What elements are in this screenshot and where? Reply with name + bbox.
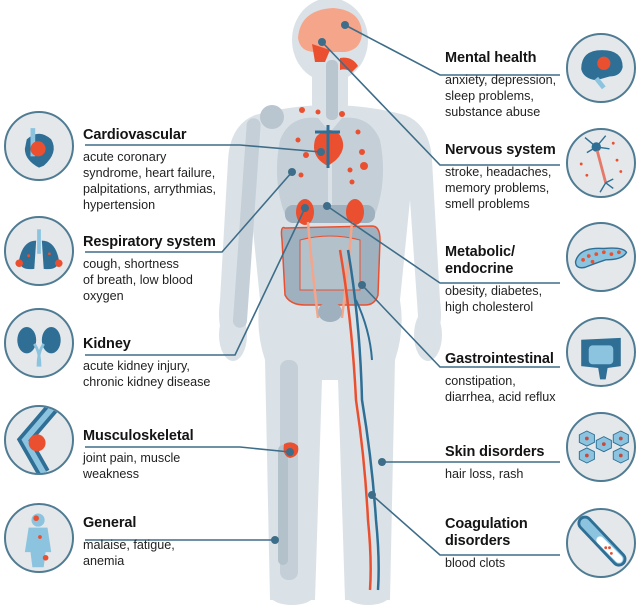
label-title: Coagulation disorders bbox=[445, 516, 528, 550]
desc-line: chronic kidney disease bbox=[83, 375, 211, 389]
desc-line: weakness bbox=[83, 467, 140, 481]
desc-line: acute kidney injury, bbox=[83, 359, 190, 373]
label-description: anxiety, depression, sleep problems, sub… bbox=[445, 72, 556, 120]
label-description: blood clots bbox=[445, 555, 528, 571]
brain-icon bbox=[566, 33, 636, 103]
mouth-tongue bbox=[340, 57, 358, 72]
label-description: joint pain, muscle weakness bbox=[83, 450, 194, 482]
desc-line: malaise, fatigue, bbox=[83, 538, 175, 552]
desc-line: anemia bbox=[83, 554, 125, 568]
title-line: Coagulation bbox=[445, 516, 528, 532]
desc-line: anxiety, depression, bbox=[445, 73, 557, 87]
leader-dots bbox=[271, 21, 386, 544]
title-line: Metabolic/ bbox=[445, 244, 515, 260]
lungs-icon bbox=[4, 216, 74, 286]
desc-line: of breath, low blood bbox=[83, 273, 193, 287]
label-title: Skin disorders bbox=[445, 444, 545, 460]
label-title: Gastrointestinal bbox=[445, 351, 554, 367]
desc-line: hypertension bbox=[83, 198, 156, 212]
vein bbox=[346, 249, 380, 591]
desc-line: syndrome, heart failure, bbox=[83, 166, 216, 180]
label-description: constipation, diarrhea, acid reflux bbox=[445, 373, 556, 405]
desc-line: hair loss, rash bbox=[445, 467, 524, 481]
desc-line: substance abuse bbox=[445, 105, 541, 119]
desc-line: cough, shortness bbox=[83, 257, 179, 271]
label-title: General bbox=[83, 515, 137, 531]
label-title: Metabolic/ endocrine bbox=[445, 244, 542, 278]
label-description: obesity, diabetes, high cholesterol bbox=[445, 283, 542, 315]
virus-particles bbox=[295, 107, 368, 185]
skin-cells-icon bbox=[566, 412, 636, 482]
desc-line: acute coronary bbox=[83, 150, 167, 164]
desc-line: high cholesterol bbox=[445, 300, 534, 314]
desc-line: blood clots bbox=[445, 556, 506, 570]
brain bbox=[298, 8, 362, 52]
desc-line: stroke, headaches, bbox=[445, 165, 552, 179]
desc-line: sleep problems, bbox=[445, 89, 534, 103]
kidney-right bbox=[346, 199, 364, 225]
desc-line: smell problems bbox=[445, 197, 530, 211]
label-coagulation-disorders: Coagulation disorders blood clots bbox=[445, 516, 528, 571]
desc-line: memory problems, bbox=[445, 181, 550, 195]
pancreas-icon bbox=[566, 222, 636, 292]
label-title: Musculoskeletal bbox=[83, 428, 194, 444]
title-line: disorders bbox=[445, 533, 511, 549]
label-title: Nervous system bbox=[445, 142, 556, 158]
label-description: acute kidney injury, chronic kidney dise… bbox=[83, 358, 210, 390]
title-line: endocrine bbox=[445, 261, 514, 277]
desc-line: obesity, diabetes, bbox=[445, 284, 543, 298]
desc-line: oxygen bbox=[83, 289, 124, 303]
intestine-icon bbox=[566, 317, 636, 387]
label-description: hair loss, rash bbox=[445, 466, 544, 482]
label-description: stroke, headaches, memory problems, smel… bbox=[445, 164, 556, 212]
heart-icon bbox=[4, 111, 74, 181]
desc-line: palpitations, arrythmias, bbox=[83, 182, 216, 196]
body-silhouette bbox=[219, 0, 442, 605]
label-musculoskeletal: Musculoskeletal joint pain, muscle weakn… bbox=[83, 428, 194, 482]
knee-joint-icon bbox=[4, 405, 74, 475]
label-title: Kidney bbox=[83, 336, 131, 352]
desc-line: constipation, bbox=[445, 374, 516, 388]
desc-line: diarrhea, acid reflux bbox=[445, 390, 556, 404]
label-metabolic-endocrine: Metabolic/ endocrine obesity, diabetes, … bbox=[445, 244, 542, 315]
label-mental-health: Mental health anxiety, depression, sleep… bbox=[445, 50, 556, 120]
body-figure-icon bbox=[4, 503, 74, 573]
label-description: acute coronary syndrome, heart failure, … bbox=[83, 149, 216, 213]
label-kidney: Kidney acute kidney injury, chronic kidn… bbox=[83, 336, 210, 390]
label-description: cough, shortness of breath, low blood ox… bbox=[83, 256, 216, 304]
label-respiratory-system: Respiratory system cough, shortness of b… bbox=[83, 234, 216, 304]
label-nervous-system: Nervous system stroke, headaches, memory… bbox=[445, 142, 556, 212]
kidney-icon bbox=[4, 308, 74, 378]
brainstem bbox=[312, 44, 330, 62]
label-description: malaise, fatigue, anemia bbox=[83, 537, 175, 569]
desc-line: joint pain, muscle bbox=[83, 451, 181, 465]
label-cardiovascular: Cardiovascular acute coronary syndrome, … bbox=[83, 127, 216, 213]
artery bbox=[338, 249, 372, 591]
neuron-icon bbox=[566, 128, 636, 198]
label-title: Respiratory system bbox=[83, 234, 216, 250]
leader-lines bbox=[85, 24, 560, 556]
label-title: Mental health bbox=[445, 50, 537, 66]
blood-vessel-clot-icon bbox=[566, 508, 636, 578]
label-general: General malaise, fatigue, anemia bbox=[83, 515, 175, 569]
label-gastrointestinal: Gastrointestinal constipation, diarrhea,… bbox=[445, 351, 556, 405]
label-skin-disorders: Skin disorders hair loss, rash bbox=[445, 444, 544, 482]
label-title: Cardiovascular bbox=[83, 127, 187, 143]
